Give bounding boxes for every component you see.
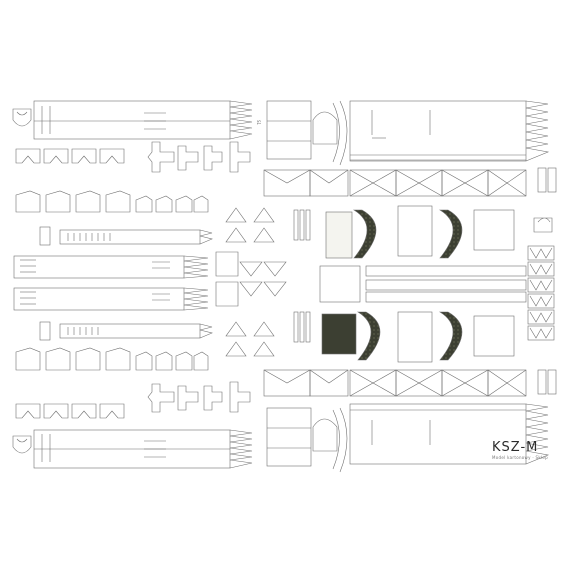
m-grid-right — [527, 217, 555, 341]
vertical-strips-middle — [293, 209, 311, 343]
stand-parts-row-2 — [15, 190, 209, 213]
comb-strips-left — [13, 226, 213, 341]
logo-text: KSZ-M — [492, 440, 539, 455]
grooved-panel-top-right — [349, 100, 550, 162]
logo-subtitle: Model kartonowy · Sklep — [492, 455, 548, 460]
stand-parts-row-bottom — [15, 403, 125, 419]
stand-parts-row-top — [15, 148, 125, 164]
tread-wheel-top — [325, 209, 463, 259]
triangle-parts-middle — [215, 207, 287, 357]
drum-sections-top — [397, 205, 515, 257]
door-panels-bottom — [266, 407, 348, 473]
door-panels-top — [266, 100, 348, 166]
chevron-row-bottom — [263, 369, 557, 397]
fin-parts-bottom — [147, 381, 251, 413]
bracket-part-bottom-left — [12, 435, 32, 454]
stand-parts-row-3 — [15, 347, 209, 371]
chevron-row-top — [263, 167, 557, 197]
fin-parts-top — [147, 141, 251, 173]
long-strip-top-left: S1 — [33, 100, 261, 140]
part-label: S1 — [256, 120, 261, 126]
drum-sections-bottom — [397, 311, 515, 363]
grooved-panel-bottom-right — [349, 403, 550, 465]
long-strip-bottom-left — [33, 429, 253, 469]
bracket-part-top-left — [12, 108, 32, 127]
tread-wheel-bottom — [321, 311, 463, 361]
brand-logo: KSZ-M Model kartonowy · Sklep — [492, 441, 552, 469]
mid-bars — [319, 265, 527, 303]
